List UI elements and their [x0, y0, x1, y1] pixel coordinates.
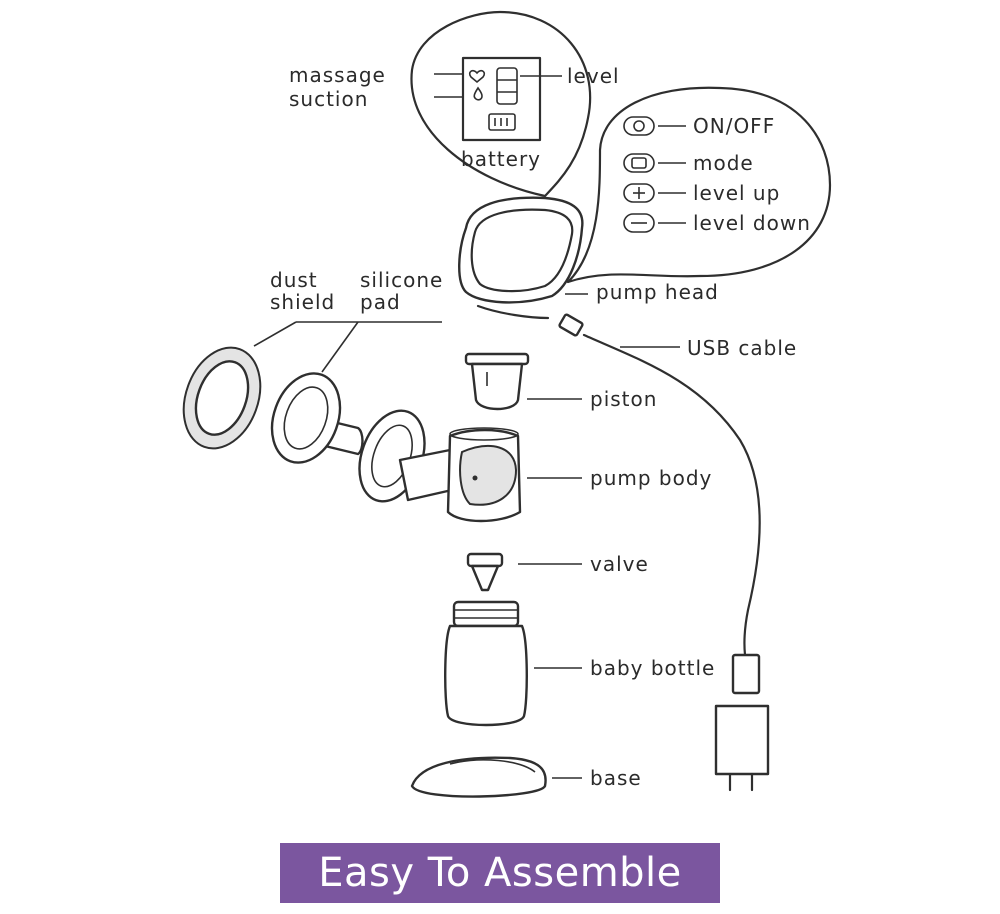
- level-bars-icon: [496, 67, 518, 105]
- label-pad: pad: [360, 290, 401, 314]
- label-massage: massage: [289, 63, 386, 87]
- label-mode: mode: [693, 151, 754, 175]
- display-panel: [461, 56, 542, 142]
- dust-shield: dust shield: [182, 268, 442, 450]
- suction-drop-icon: [473, 86, 483, 101]
- level-up-button-icon: [623, 183, 655, 203]
- label-base: base: [590, 766, 642, 790]
- label-pump-body: pump body: [590, 466, 712, 490]
- power-button-icon: [623, 116, 655, 136]
- valve: valve: [466, 552, 649, 592]
- label-level-up: level up: [693, 181, 780, 205]
- label-usb-cable: USB cable: [687, 336, 797, 360]
- baby-bottle: baby bottle: [444, 600, 715, 727]
- pump-body: pump body: [398, 427, 712, 523]
- pump-head: pump head: [458, 196, 719, 320]
- label-dust: dust: [270, 268, 318, 292]
- mode-button-icon: [623, 153, 655, 173]
- label-suction: suction: [289, 87, 368, 111]
- label-piston: piston: [590, 387, 657, 411]
- level-down-button-icon: [623, 213, 655, 233]
- battery-icon: [488, 113, 516, 131]
- label-battery: battery: [461, 147, 541, 171]
- label-valve: valve: [590, 552, 649, 576]
- bottle-base: base: [410, 756, 642, 798]
- label-on-off: ON/OFF: [693, 114, 775, 138]
- massage-heart-icon: [468, 69, 486, 84]
- usb-cable: USB cable: [558, 313, 797, 792]
- buttons-callout: ON/OFF mode level up level down: [566, 86, 832, 284]
- piston: piston: [464, 352, 657, 411]
- label-level: level: [567, 64, 620, 88]
- label-level-down: level down: [693, 211, 811, 235]
- banner-text: Easy To Assemble: [318, 850, 682, 896]
- label-baby-bottle: baby bottle: [590, 656, 715, 680]
- silicone-pad: silicone pad: [270, 268, 443, 464]
- display-callout: massage suction level battery: [289, 10, 620, 198]
- label-pump-head: pump head: [596, 280, 719, 304]
- assemble-banner: Easy To Assemble: [280, 843, 720, 903]
- label-shield: shield: [270, 290, 335, 314]
- label-silicone: silicone: [360, 268, 443, 292]
